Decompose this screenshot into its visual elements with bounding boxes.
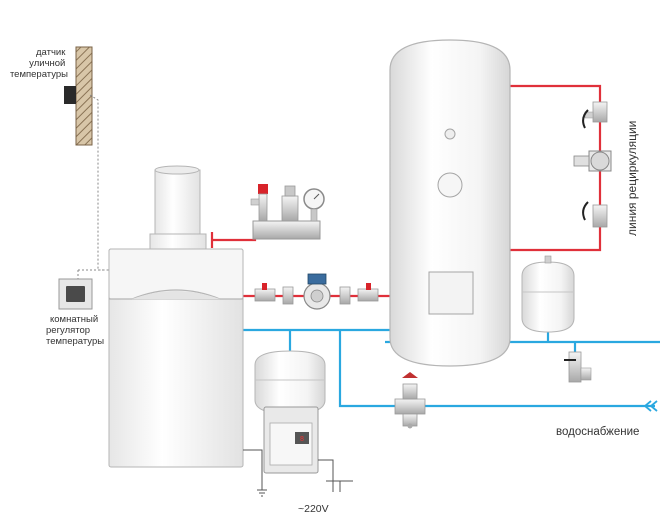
power-supply-stabilizer: 8 [263, 406, 319, 474]
dhw-expansion-tank [521, 255, 575, 333]
svg-text:8: 8 [300, 436, 304, 444]
room-temperature-regulator [58, 278, 93, 310]
wall-hatching [75, 46, 93, 146]
circulation-pump [254, 273, 379, 310]
indirect-water-heater-tank [389, 39, 511, 367]
room-regulator-label: комнатный регулятор температуры [46, 314, 104, 347]
sensor-body [64, 86, 76, 104]
recirculation-pump [573, 101, 612, 228]
power-label: ~220V [298, 503, 329, 515]
pressure-reducer-filter [394, 372, 426, 429]
outdoor-temperature-sensor [64, 46, 93, 146]
water-supply-label: водоснабжение [556, 426, 639, 438]
drain-valve [564, 351, 592, 383]
sensor-wiring [77, 94, 110, 280]
hot-recirculation-line [505, 84, 602, 252]
gas-boiler [108, 248, 244, 468]
water-supply-inlet-arrows [643, 400, 658, 412]
outdoor-sensor-label: датчик уличной температуры [10, 47, 68, 80]
chimney [149, 165, 207, 251]
power-wiring [243, 449, 353, 497]
heating-expansion-tank [254, 350, 326, 415]
recirculation-line-label: линия рециркуляции [625, 121, 639, 236]
safety-group [250, 184, 325, 240]
